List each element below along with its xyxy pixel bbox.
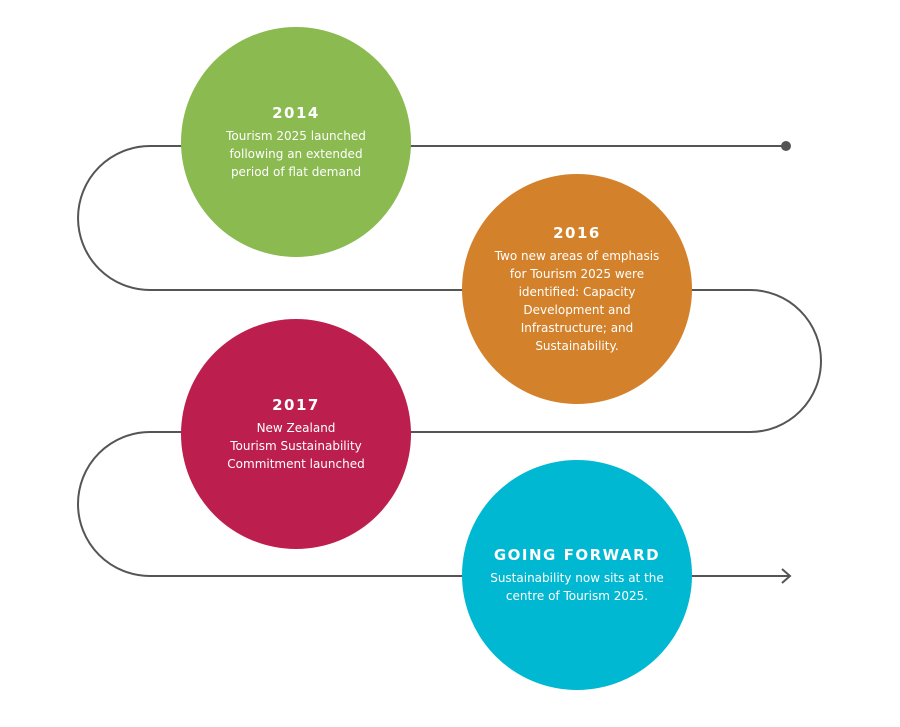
description-line: for Tourism 2025 were [509, 266, 645, 281]
milestone-2014: 2014 Tourism 2025 launched following an … [181, 27, 411, 257]
description-line: Commitment launched [227, 456, 365, 471]
milestone-description: Tourism 2025 launched following an exten… [226, 127, 366, 181]
description-line: Development and [523, 302, 631, 317]
timeline-line [77, 145, 822, 577]
description-line: Tourism 2025 launched [226, 128, 366, 143]
description-line: New Zealand [256, 420, 336, 435]
milestone-year: 2014 [272, 103, 320, 122]
start-dot-icon [781, 141, 791, 151]
milestone-description: New Zealand Tourism Sustainability Commi… [227, 419, 364, 473]
description-line: following an extended [229, 146, 363, 161]
milestone-description: Sustainability now sits at the centre of… [490, 569, 664, 605]
description-line: centre of Tourism 2025. [505, 589, 649, 603]
description-line: Infrastructure; and [520, 320, 634, 335]
milestone-year: 2016 [553, 223, 601, 242]
description-line: Two new areas of emphasis [494, 248, 660, 263]
description-line: identified: Capacity [518, 284, 636, 299]
milestone-2017: 2017 New Zealand Tourism Sustainability … [181, 319, 411, 549]
milestone-year: 2017 [272, 395, 320, 414]
description-line: period of flat demand [230, 164, 362, 179]
milestone-going-forward: GOING FORWARD Sustainability now sits at… [462, 460, 692, 690]
description-line: Tourism Sustainability [230, 438, 362, 453]
description-line: Sustainability. [535, 338, 619, 353]
milestone-2016: 2016 Two new areas of emphasis for Touri… [462, 174, 692, 404]
description-line: Sustainability now sits at the [490, 571, 664, 585]
milestone-description: Two new areas of emphasis for Tourism 20… [495, 247, 660, 355]
milestone-year: GOING FORWARD [493, 546, 661, 564]
arrow-right-icon [781, 568, 792, 584]
